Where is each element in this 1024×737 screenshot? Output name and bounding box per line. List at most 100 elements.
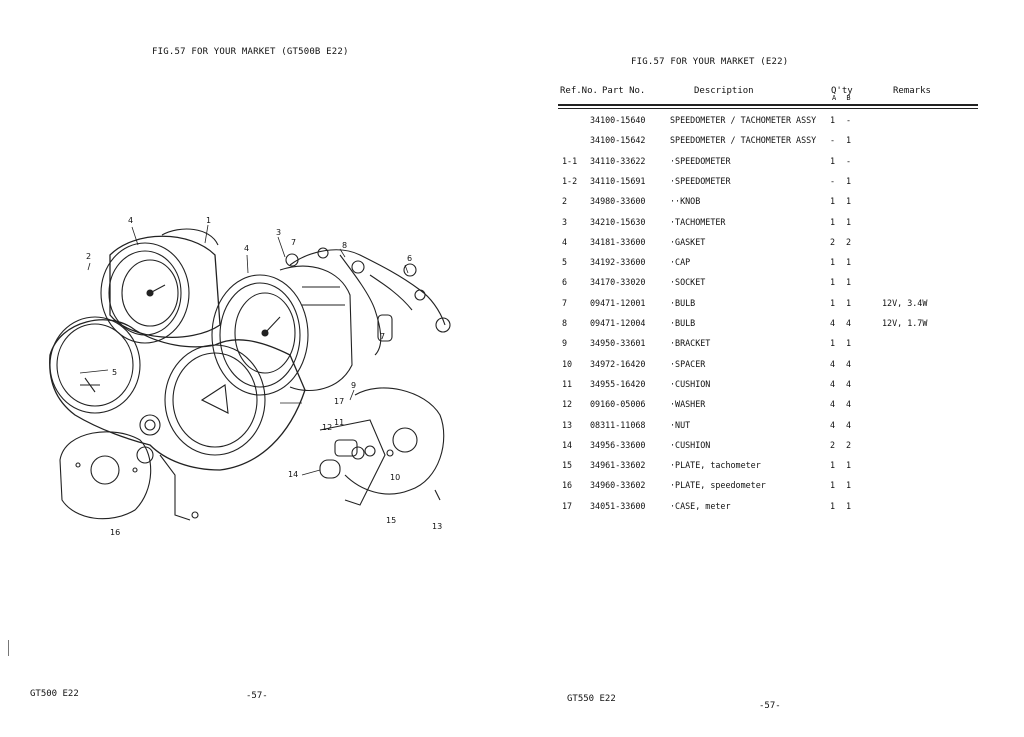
right-page: FIG.57 FOR YOUR MARKET (E22) Ref.No. Par…	[512, 0, 1024, 737]
cell-part-no: 09160-05006	[590, 399, 646, 410]
cell-ref-no: 10	[562, 358, 573, 369]
cell-description: ·SPACER	[670, 358, 706, 369]
cell-ref-no: 13	[562, 419, 573, 430]
cell-qty-b: -	[846, 155, 852, 166]
cell-ref-no: 14	[562, 439, 573, 450]
cell-description: ·BULB	[670, 297, 696, 308]
svg-text:10: 10	[390, 473, 400, 482]
cell-qty-a: 1	[830, 196, 836, 207]
cell-qty-a: -	[830, 175, 836, 186]
cell-ref-no: 11	[562, 378, 573, 389]
header-part-no: Part No.	[602, 86, 646, 96]
header-qty: Q'ty	[831, 86, 853, 96]
cell-qty-a: 1	[830, 500, 836, 511]
cell-qty-a: 1	[830, 155, 836, 166]
meter-case	[49, 316, 306, 471]
svg-text:13: 13	[432, 522, 442, 531]
cell-qty-b: 4	[846, 399, 852, 410]
cell-qty-b: 4	[846, 419, 852, 430]
cell-description: ·CUSHION	[670, 378, 711, 389]
cell-description: ·BRACKET	[670, 338, 711, 349]
cell-qty-b: 1	[846, 338, 852, 349]
cell-qty-a: 1	[830, 277, 836, 288]
cell-description: ·CAP	[670, 257, 691, 268]
cell-qty-a: 1	[830, 480, 836, 491]
cell-qty-b: 1	[846, 175, 852, 186]
cell-description: ·SPEEDOMETER	[670, 155, 731, 166]
cell-qty-a: 1	[830, 460, 836, 471]
cell-qty-b: 1	[846, 216, 852, 227]
svg-text:17: 17	[334, 397, 344, 406]
cell-description: ·CUSHION	[670, 439, 711, 450]
wiring-harness	[285, 247, 451, 356]
scan-mark	[8, 640, 9, 656]
cell-description: ·CASE, meter	[670, 500, 731, 511]
cell-qty-a: 1	[830, 257, 836, 268]
cell-description: ·PLATE, speedometer	[670, 480, 766, 491]
svg-text:11: 11	[334, 418, 344, 427]
cell-part-no: 34110-33622	[590, 155, 646, 166]
cell-ref-no: 1-1	[562, 155, 578, 166]
cell-ref-no: 7	[562, 297, 568, 308]
cell-qty-a: 4	[830, 419, 836, 430]
header-rule-thin	[558, 108, 978, 109]
table-row: 1-1 34110-33622 ·SPEEDOMETER 1-	[512, 156, 1024, 176]
cell-description: SPEEDOMETER / TACHOMETER ASSY	[670, 115, 817, 125]
cell-part-no: 09471-12004	[590, 318, 646, 328]
cell-qty-a: 4	[830, 358, 836, 369]
cell-qty-b: 2	[846, 236, 852, 247]
svg-text:14: 14	[288, 470, 298, 479]
svg-text:15: 15	[386, 516, 396, 525]
cell-qty-a: 2	[830, 439, 836, 450]
cell-remarks: 12V, 3.4W	[882, 297, 928, 308]
cell-qty-b: 1	[846, 460, 852, 471]
cell-qty-b: 2	[846, 439, 852, 450]
cell-qty-a: 4	[830, 399, 836, 410]
model-label-right: GT550 E22	[567, 694, 616, 704]
svg-text:2: 2	[86, 252, 91, 261]
page-number-right: -57-	[759, 701, 781, 711]
cell-description: ··KNOB	[670, 196, 701, 207]
cell-ref-no: 3	[562, 216, 568, 227]
cell-ref-no: 16	[562, 480, 573, 491]
model-label-left: GT500 E22	[30, 689, 79, 699]
svg-text:9: 9	[351, 381, 356, 390]
svg-text:8: 8	[342, 241, 347, 250]
svg-text:4: 4	[128, 216, 133, 225]
cell-qty-b: 1	[846, 277, 852, 288]
left-page: FIG.57 FOR YOUR MARKET (GT500B E22)	[8, 47, 451, 701]
svg-text:16: 16	[110, 528, 120, 537]
svg-text:3: 3	[276, 228, 281, 237]
cell-part-no: 08311-11068	[590, 419, 646, 430]
svg-text:7: 7	[291, 238, 296, 247]
cell-part-no: 34955-16420	[590, 378, 646, 389]
cell-qty-b: 4	[846, 358, 852, 369]
cell-ref-no: 2	[562, 196, 568, 207]
header-qty-ab: A B	[832, 94, 854, 102]
cell-part-no: 34110-15691	[590, 175, 646, 186]
cell-part-no: 34956-33600	[590, 439, 646, 450]
page-number-left: -57-	[246, 691, 268, 701]
cell-part-no: 09471-12001	[590, 297, 646, 308]
cell-qty-a: 1	[830, 216, 836, 227]
cell-remarks: 12V, 1.7W	[882, 318, 928, 328]
cell-ref-no: 5	[562, 257, 568, 268]
tachometer-unit	[100, 228, 221, 344]
cell-qty-a: 1	[830, 297, 836, 308]
cell-qty-b: 1	[846, 480, 852, 491]
cell-ref-no: 4	[562, 236, 568, 247]
svg-text:6: 6	[407, 254, 412, 263]
cell-qty-a: 2	[830, 236, 836, 247]
